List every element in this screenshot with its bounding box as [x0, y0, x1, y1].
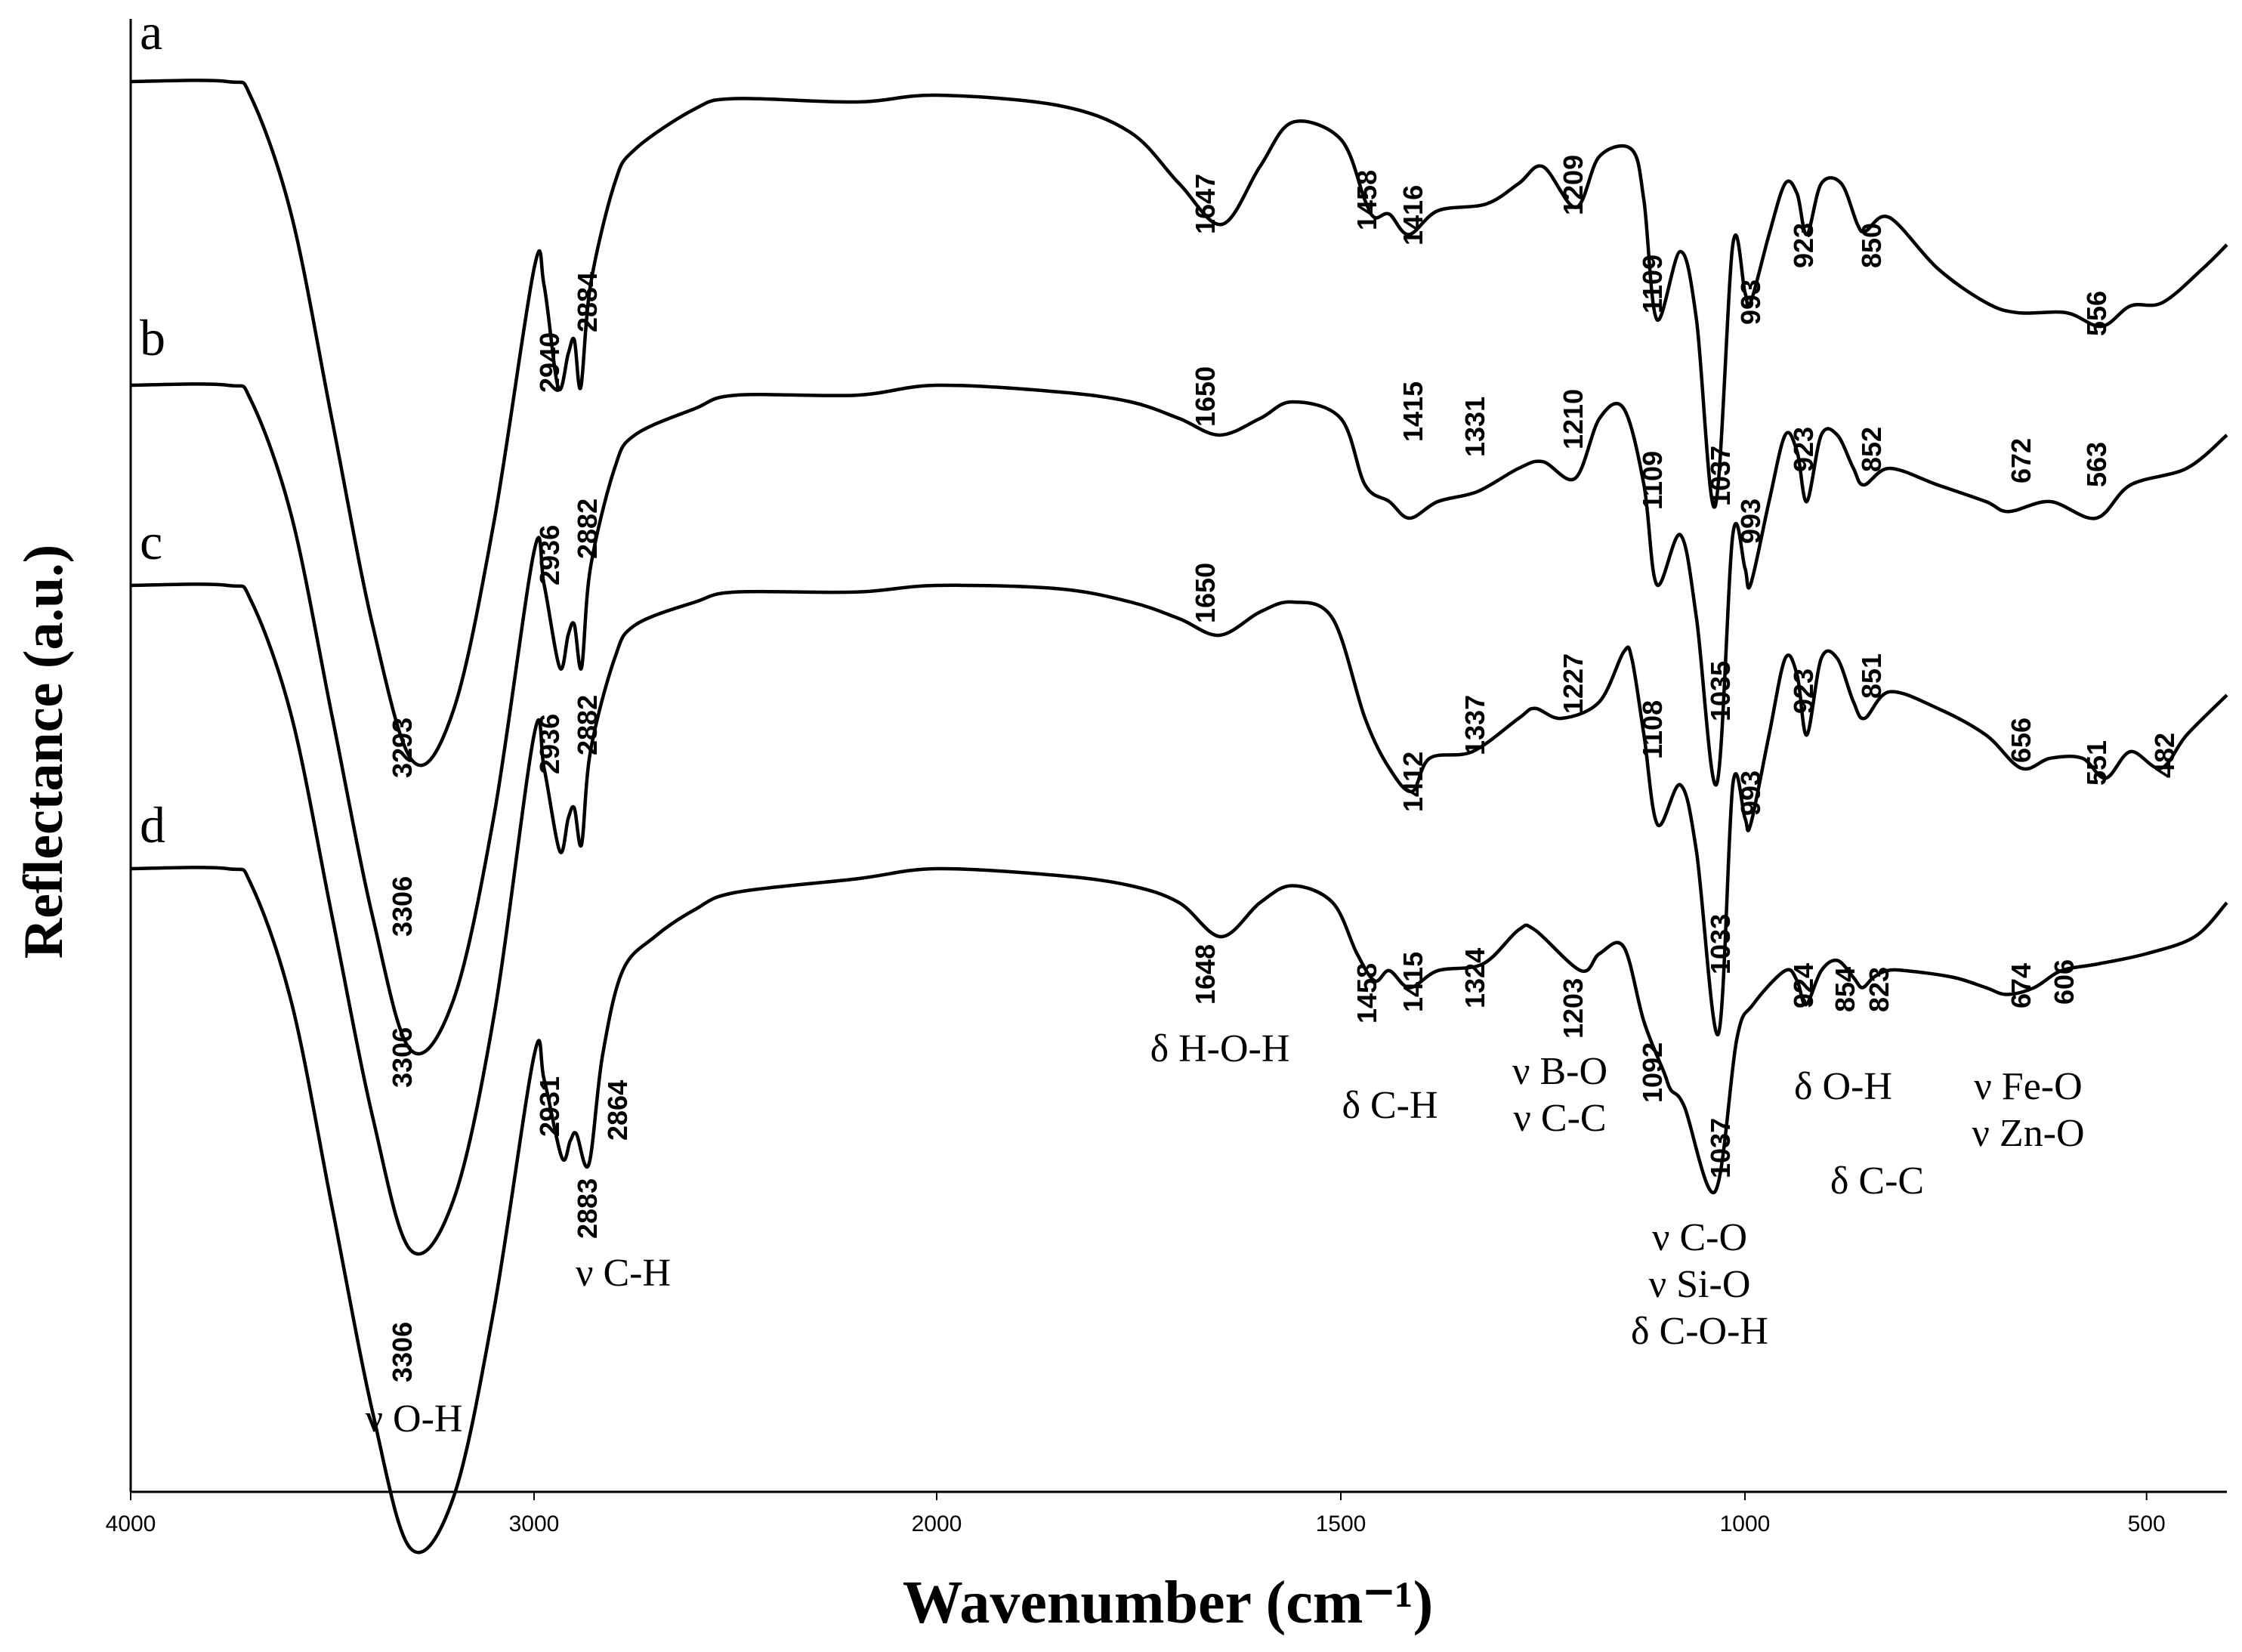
peak-label: 1415 — [1397, 381, 1428, 442]
peak-label: 1647 — [1190, 174, 1221, 234]
peak-label: 3293 — [387, 718, 418, 778]
peak-label: 1109 — [1637, 255, 1668, 313]
peak-label: 1109 — [1637, 451, 1668, 510]
peak-label: 672 — [2006, 438, 2037, 483]
peak-label: 1210 — [1558, 389, 1589, 449]
peak-label: 1337 — [1459, 695, 1490, 755]
peak-label: 556 — [2081, 291, 2112, 336]
peak-label: 1209 — [1558, 155, 1589, 215]
peak-label: 823 — [1864, 967, 1895, 1012]
peak-label: 3306 — [387, 1027, 418, 1088]
peak-label: 563 — [2081, 442, 2112, 487]
peak-label: 2936 — [534, 714, 565, 774]
series-label-b: b — [140, 309, 165, 366]
peak-label: 2864 — [602, 1080, 633, 1141]
series-label-a: a — [140, 3, 162, 60]
peak-label: 993 — [1735, 279, 1766, 325]
series-line-a — [130, 79, 2228, 767]
peak-label: 606 — [2049, 959, 2080, 1005]
peak-label: 1037 — [1705, 446, 1736, 506]
peak-label: 482 — [2149, 733, 2180, 778]
x-ticks: 4000 3000 2000 1500 1000 500 — [106, 1492, 2166, 1536]
band-annotation: δ H-O-H — [1150, 1027, 1290, 1070]
series-label-c: c — [140, 513, 162, 570]
peak-label: 1458 — [1351, 170, 1382, 230]
peak-label: 1650 — [1190, 563, 1221, 623]
peak-label: 1648 — [1190, 944, 1221, 1005]
peak-label: 1650 — [1190, 366, 1221, 427]
peak-label: 924 — [1788, 963, 1819, 1008]
x-axis-title: Wavenumber (cm⁻¹) — [903, 1570, 1433, 1636]
peak-label: 674 — [2006, 963, 2037, 1008]
peak-label: 923 — [1788, 669, 1819, 714]
peak-label: 656 — [2006, 718, 2037, 763]
peak-label: 851 — [1856, 653, 1887, 699]
series-line-c — [130, 582, 2228, 1256]
band-annotation: ν O-H — [366, 1397, 463, 1440]
peak-label: 2884 — [572, 272, 603, 332]
x-tick-label: 1000 — [1720, 1512, 1771, 1536]
series-line-b — [130, 382, 2228, 1056]
peak-label: 1458 — [1351, 963, 1382, 1024]
band-annotation: δ C-C — [1830, 1159, 1924, 1203]
peak-label: 1033 — [1705, 914, 1736, 974]
peak-label: 1324 — [1459, 948, 1490, 1008]
peak-label: 854 — [1830, 967, 1861, 1012]
peak-label: 2936 — [534, 525, 565, 585]
band-annotation: ν C-H — [576, 1252, 671, 1295]
peak-label: 993 — [1735, 499, 1766, 544]
x-tick-label: 3000 — [509, 1512, 560, 1536]
band-annotation: δ O-H — [1794, 1065, 1892, 1108]
peak-label: 2882 — [572, 499, 603, 559]
peak-label: 1416 — [1397, 185, 1428, 245]
peak-label: 3306 — [387, 1322, 418, 1382]
peak-label: 923 — [1788, 427, 1819, 472]
peak-label: 850 — [1856, 223, 1887, 268]
peak-label: 3306 — [387, 876, 418, 937]
series-line-d — [130, 866, 2228, 1555]
peak-label: 923 — [1788, 223, 1819, 268]
peak-label: 1227 — [1558, 653, 1589, 714]
peak-label: 2883 — [572, 1178, 603, 1239]
peak-label: 1108 — [1637, 700, 1668, 759]
peak-label: 551 — [2081, 740, 2112, 786]
y-axis-title: Reflectance (a.u.) — [13, 545, 75, 959]
peak-label: 2882 — [572, 695, 603, 755]
peak-label: 2940 — [534, 332, 565, 393]
peak-label: 1203 — [1558, 978, 1589, 1039]
x-tick-label: 1500 — [1316, 1512, 1367, 1536]
peak-label: 852 — [1856, 427, 1887, 472]
peak-label: 2931 — [534, 1076, 565, 1137]
peak-label: 993 — [1735, 770, 1766, 816]
x-tick-label: 500 — [2128, 1512, 2166, 1536]
peak-label: 1331 — [1459, 397, 1490, 457]
peak-label: 1412 — [1397, 752, 1428, 812]
peak-label: 1035 — [1705, 661, 1736, 721]
peak-label: 1415 — [1397, 952, 1428, 1012]
series-label-d: d — [140, 796, 165, 854]
x-tick-label: 4000 — [106, 1512, 156, 1536]
peak-label: 1092 — [1637, 1042, 1668, 1103]
band-annotation: δ C-H — [1342, 1084, 1438, 1127]
peak-label: 1037 — [1705, 1118, 1736, 1178]
x-tick-label: 2000 — [912, 1512, 962, 1536]
series-layer: a b c d — [130, 3, 2228, 1555]
